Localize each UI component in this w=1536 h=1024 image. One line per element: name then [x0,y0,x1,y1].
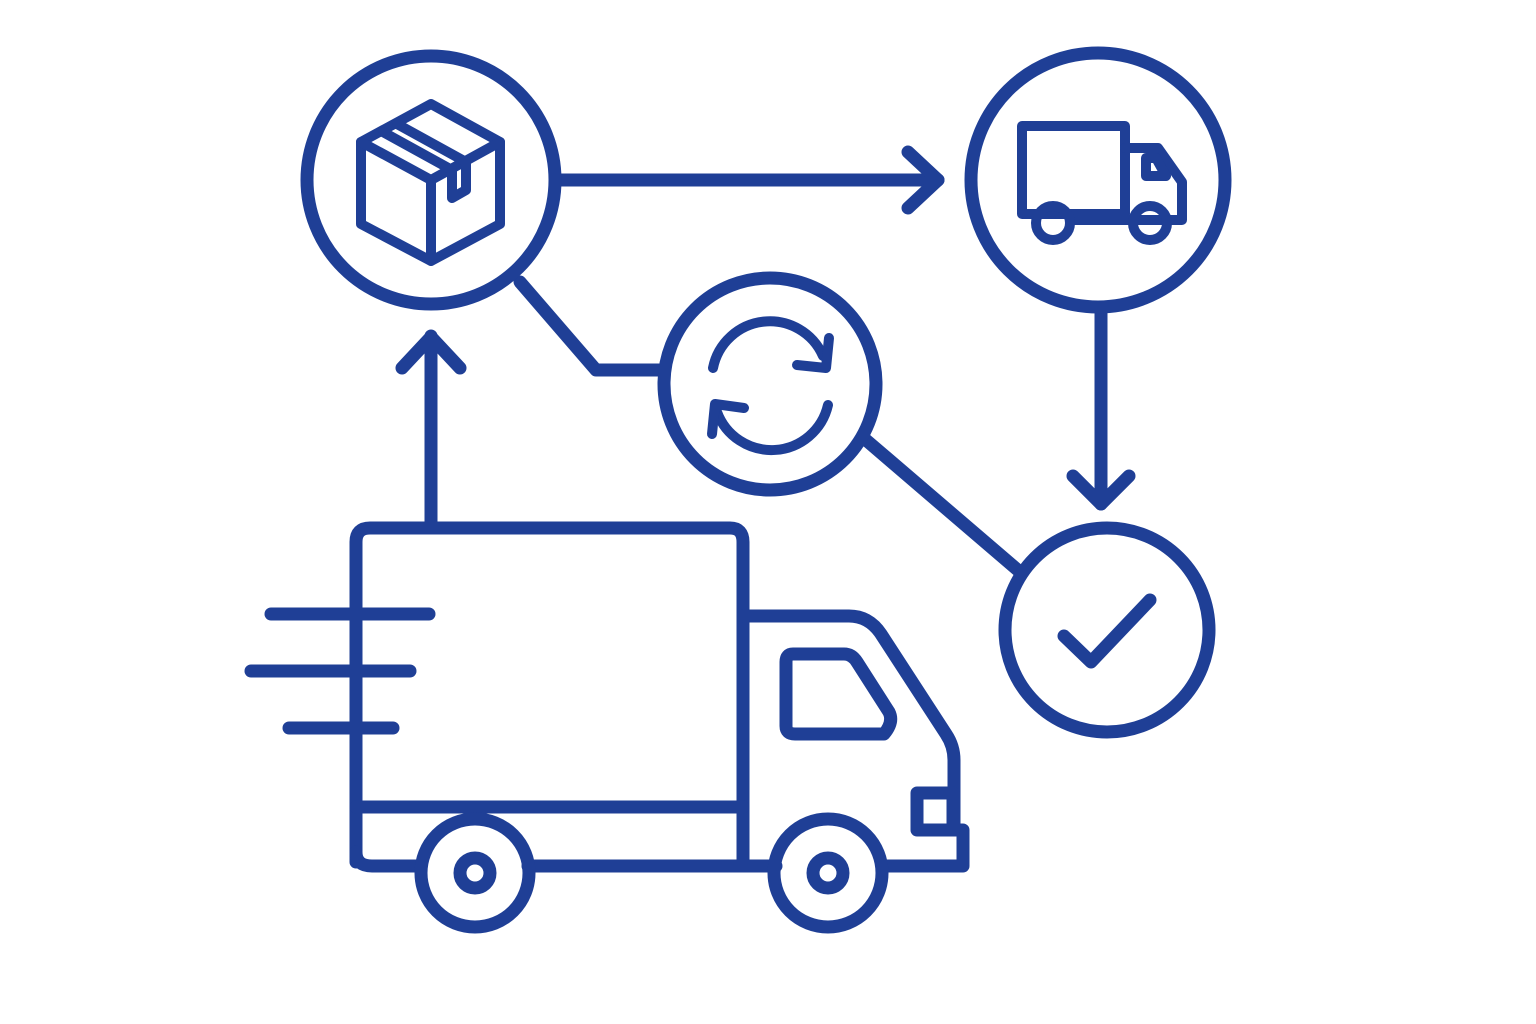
node-package [300,49,562,311]
checkmark-icon [1057,593,1157,669]
edge-package-to-refresh [513,275,671,377]
truck-cab [736,609,961,837]
refresh-cycle-icon [707,316,834,455]
wheel [414,812,536,934]
headlight [910,786,960,837]
edge-refresh-to-complete [859,433,1027,579]
node-delivery-truck [964,46,1232,314]
arrowhead-up-icon [395,330,467,375]
package-box-icon [356,99,505,266]
node-circle [964,46,1232,314]
node-complete [998,521,1216,739]
wheel-hub [453,851,497,895]
wheel [767,812,889,934]
connector-line [513,275,671,377]
arrowhead-down-icon [1066,469,1136,511]
cab-window [779,647,898,741]
arrowhead-right-icon [901,145,945,215]
delivery-truck-icon [1017,121,1187,245]
cargo-box [349,521,750,869]
connector-line [859,433,1027,579]
node-circle [300,49,562,311]
moving-truck-icon [244,521,970,934]
node-refresh [657,271,883,497]
edge-moving-truck-to-package [395,329,467,529]
edge-delivery-truck-to-complete [1066,305,1136,511]
wheel-hub [806,851,850,895]
chassis-line [349,845,427,873]
node-circle [657,271,883,497]
edge-package-to-delivery-truck [551,145,945,215]
node-circle [998,521,1216,739]
